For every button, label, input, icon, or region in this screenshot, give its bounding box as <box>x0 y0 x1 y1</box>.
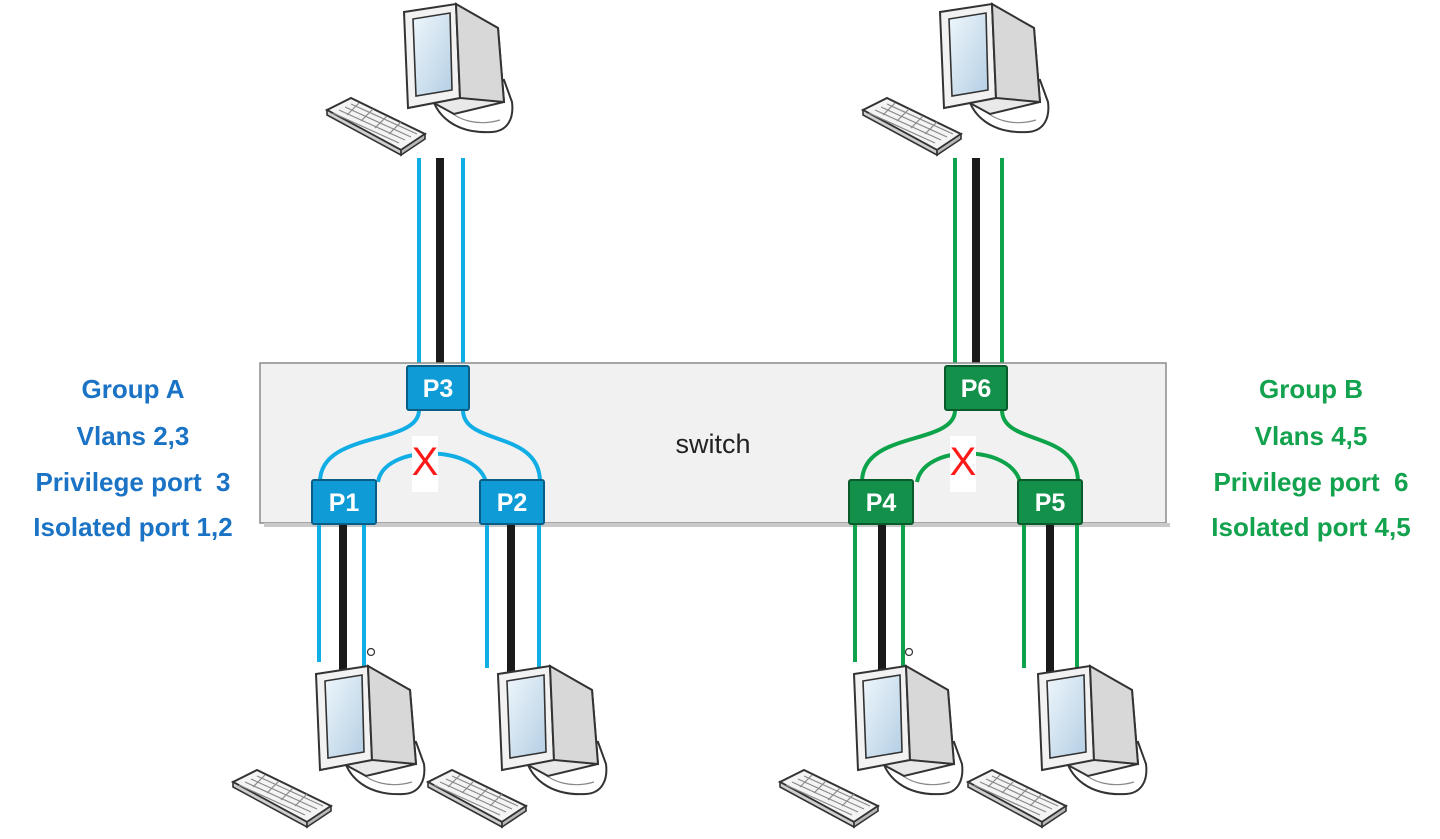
block-mark-b: X <box>950 440 977 484</box>
switch-shadow <box>264 523 1170 527</box>
port-p1-label: P1 <box>329 489 360 517</box>
computer-icon-top-a <box>326 3 514 156</box>
block-mark-bg-a <box>412 436 438 492</box>
group-a-legend: Group A Vlans 2,3 Privilege port 3 Isola… <box>33 374 232 542</box>
computer-icon-p5 <box>967 665 1148 828</box>
wire-p3-uplink <box>417 158 465 368</box>
switch-label: switch <box>675 429 750 459</box>
group-b-privilege: Privilege port 6 <box>1213 467 1408 497</box>
port-p6: P6 <box>944 365 1008 411</box>
wire-p4-downlink <box>853 522 914 672</box>
keyboard-icon <box>232 769 332 828</box>
group-b-vlans: Vlans 4,5 <box>1255 421 1368 451</box>
port-p3: P3 <box>406 365 470 411</box>
group-a-vlans: Vlans 2,3 <box>77 421 190 451</box>
port-p4-label: P4 <box>866 489 897 517</box>
wire-p2-downlink <box>485 522 541 678</box>
computer-icon-p1 <box>232 665 426 828</box>
wire-p1-downlink <box>317 522 376 672</box>
port-p2-label: P2 <box>497 489 528 517</box>
port-p4: P4 <box>848 479 914 525</box>
port-p2: P2 <box>479 479 545 525</box>
wire-p6-uplink <box>953 158 1004 368</box>
group-b-title: Group B <box>1259 374 1363 404</box>
group-a-title: Group A <box>81 374 184 404</box>
group-b-legend: Group B Vlans 4,5 Privilege port 6 Isola… <box>1211 374 1410 542</box>
keyboard-icon <box>967 769 1067 828</box>
group-b-isolated: Isolated port 4,5 <box>1211 512 1410 542</box>
keyboard-icon <box>779 769 879 828</box>
port-p3-label: P3 <box>423 375 454 403</box>
wire-p5-downlink <box>1022 522 1079 678</box>
computer-icon-p4 <box>779 665 964 828</box>
port-p6-label: P6 <box>961 375 992 403</box>
keyboard-icon <box>427 769 527 828</box>
block-mark-bg-b <box>950 436 976 492</box>
group-a-isolated: Isolated port 1,2 <box>33 512 232 542</box>
computer-icon-top-b <box>862 3 1050 156</box>
block-mark-a: X <box>412 440 439 484</box>
computer-icon-p2 <box>427 665 608 828</box>
port-p5: P5 <box>1017 479 1083 525</box>
port-p5-label: P5 <box>1035 489 1066 517</box>
group-a-privilege: Privilege port 3 <box>35 467 230 497</box>
port-p1: P1 <box>311 479 377 525</box>
